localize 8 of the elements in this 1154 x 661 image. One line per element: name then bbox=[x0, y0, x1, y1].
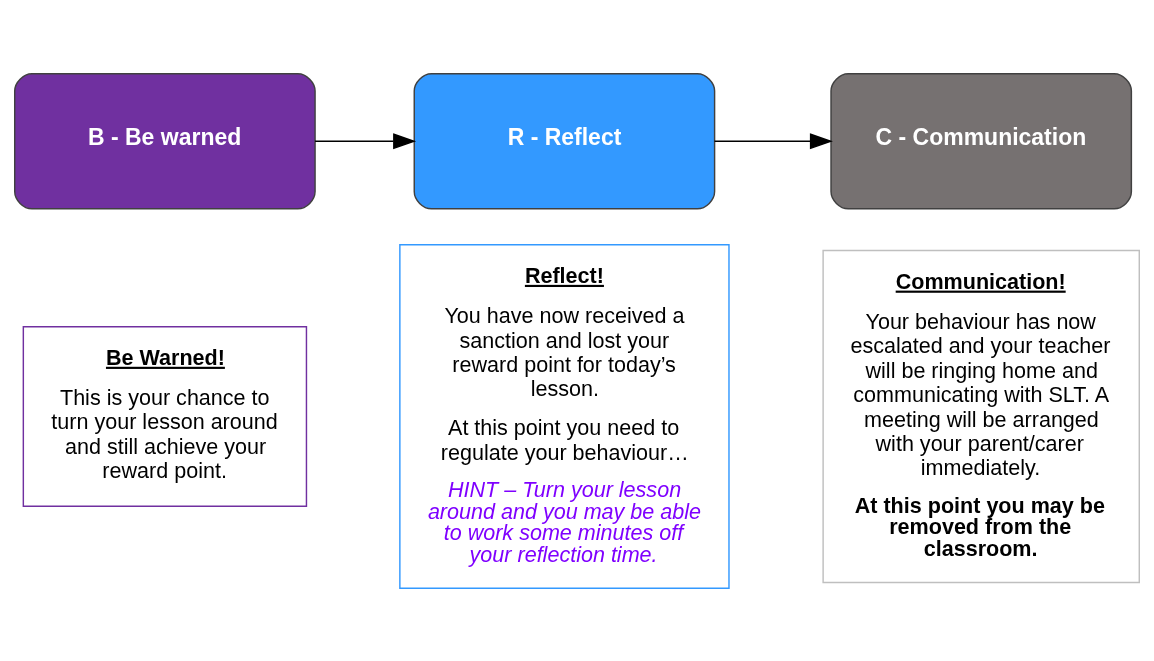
node-box: R - Reflect bbox=[413, 72, 716, 210]
arrow bbox=[314, 132, 417, 149]
node-box: Be Warned! This is your chance to turn your lesson around and still achieve your reward point. bbox=[22, 325, 308, 507]
node-box: Communication! Your behaviour has now escalated and your teacher will be ringing home and communicating with SLT. A meeting will be arranged with your parent/carer immediately. At this point you may be removed from the classroom. bbox=[822, 249, 1140, 583]
node-box: Reflect! You have now received a sanction and lost your reward point for today’s lesson. At this point you need to regulate your behaviour… HINT – Turn your lesson around and you may be able to work some minutes off your reflection time. bbox=[399, 243, 730, 589]
node-box: C - Communication bbox=[830, 72, 1133, 210]
node-box: B - Be warned bbox=[14, 72, 316, 210]
arrow bbox=[713, 132, 833, 149]
